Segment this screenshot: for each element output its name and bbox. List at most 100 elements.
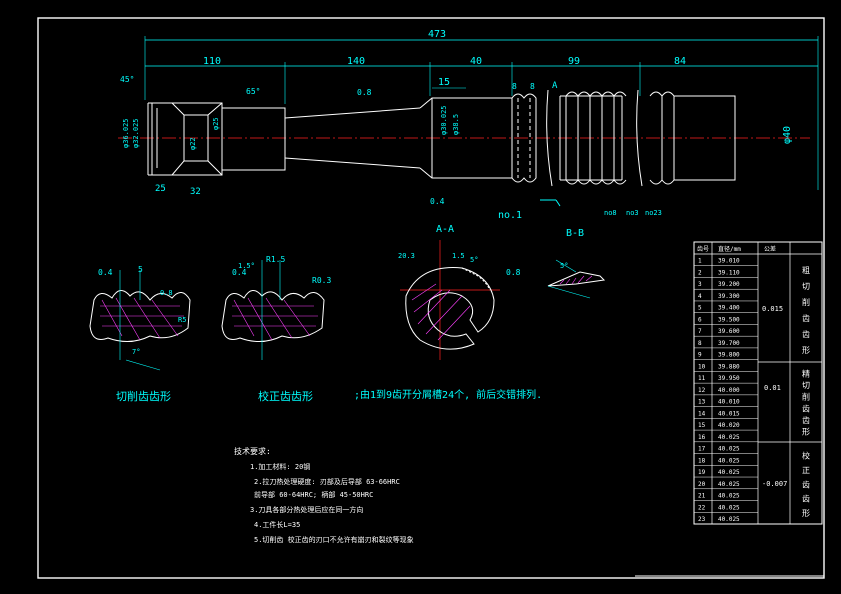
table-group-label-char: 形 — [802, 346, 810, 355]
dim-d25: 25 — [155, 184, 166, 194]
table-group-label-char: 正 — [802, 466, 810, 475]
table-group-label-char: 切 — [802, 381, 810, 390]
dim-left-dia3: φ22 — [189, 137, 197, 150]
table-group-label-char: 精 — [802, 368, 810, 378]
table-cell-diameter: 39.950 — [718, 375, 740, 382]
table-cell-diameter: 40.010 — [718, 399, 740, 406]
correct-tooth-caption: 校正齿齿形 — [258, 389, 313, 403]
dim-step15: 15 — [438, 77, 450, 88]
dim-angle: 45° — [120, 75, 134, 84]
dim-mid-dia1: φ30.025 — [440, 105, 448, 135]
cut-tooth-caption: 切削齿齿形 — [116, 389, 171, 403]
table-cell-no: 22 — [698, 504, 706, 511]
section-aa-marker: A — [552, 81, 558, 91]
table-cell-diameter: 40.025 — [718, 516, 740, 523]
table-cell-no: 20 — [698, 481, 706, 488]
tech-item-4: 3.刀具各部分热处理后应在同一方向 — [250, 505, 363, 514]
table-cell-no: 1 — [698, 258, 702, 265]
table-cell-no: 14 — [698, 410, 706, 417]
table-header-no: 齿号 — [697, 245, 709, 253]
table-cell-diameter: 39.200 — [718, 281, 740, 288]
correct-dim-4: R1.5 — [266, 255, 285, 264]
dim-angle2: 65° — [246, 87, 260, 96]
dim-seg3: 40 — [470, 56, 482, 67]
tol-fine: 0.01 — [764, 384, 781, 392]
table-header-dia: 直径/mm — [718, 245, 741, 253]
table-cell-no: 21 — [698, 493, 706, 500]
table-cell-no: 4 — [698, 293, 702, 300]
table-cell-diameter: 40.025 — [718, 446, 740, 453]
cut-dim-0: 0.4 — [98, 268, 113, 277]
table-group-label-char: 齿 — [802, 314, 810, 323]
section-bb-title: B-B — [566, 228, 584, 239]
tech-requirements: 技术要求: 1.加工材料: 20钢 2.拉刀热处理硬度: 刃部及后导部 63-6… — [234, 446, 414, 544]
section-bb-view: 0.8 5° — [506, 259, 606, 299]
grooves-note: ;由1到9齿开分屑槽24个, 前后交错排列. — [354, 388, 542, 401]
table-cell-diameter: 40.025 — [718, 504, 740, 511]
table-cell-no: 5 — [698, 305, 702, 312]
tol-rough: 0.015 — [762, 305, 783, 313]
table-cell-no: 10 — [698, 363, 706, 370]
table-cell-no: 23 — [698, 516, 706, 523]
table-group-label-char: 校 — [802, 451, 810, 461]
dim-overall: 473 — [428, 29, 446, 40]
table-group-label-char: 削 — [802, 297, 810, 307]
correct-dim-0: 0.4 — [232, 268, 247, 277]
table-cell-diameter: 40.025 — [718, 469, 740, 476]
table-group-label-char: 齿 — [802, 330, 810, 339]
table-cell-no: 13 — [698, 399, 706, 406]
tech-item-6: 5.切削齿 校正齿的刃口不允许有崩刃和裂纹等现象 — [254, 535, 414, 544]
bb-dim-13: 5° — [560, 262, 568, 270]
label-no3: no3 — [626, 209, 639, 217]
cut-tooth-detail: 0.4 5 0.8 R5 7° 切削齿齿形 — [89, 265, 191, 403]
table-cell-no: 12 — [698, 387, 706, 394]
cut-dim-3: R5 — [178, 316, 186, 324]
table-cell-diameter: 39.400 — [718, 305, 740, 312]
table-cell-diameter: 40.025 — [718, 481, 740, 488]
dim-seg2: 140 — [347, 56, 365, 67]
table-cell-no: 6 — [698, 316, 702, 323]
tech-item-2: 2.拉刀热处理硬度: 刃部及后导部 63-66HRC — [254, 477, 400, 486]
section-aa-title: A-A — [436, 224, 454, 235]
dim-ra: 0.8 — [357, 88, 372, 97]
table-group-label-char: 齿 — [802, 404, 810, 413]
cut-dim-10: 7° — [132, 348, 140, 356]
tech-item-3: 前导部 60-64HRC; 柄部 45-50HRC — [254, 490, 373, 499]
table-cell-no: 3 — [698, 281, 702, 288]
cut-dim-1: 5 — [138, 265, 143, 274]
section-aa-view: 20.3 1.5 5° — [398, 240, 500, 360]
dim-step8a: 8 — [512, 82, 517, 91]
tech-item-1: 1.加工材料: 20钢 — [250, 462, 310, 471]
dim-step8b: 8 — [530, 82, 535, 91]
table-cell-diameter: 39.010 — [718, 258, 740, 265]
table-header-tol: 公差 — [764, 245, 776, 253]
bb-dim-12: 0.8 — [506, 268, 521, 277]
dim-dia40: φ40 — [782, 126, 793, 144]
table-cell-diameter: 39.600 — [718, 328, 740, 335]
table-cell-diameter: 39.800 — [718, 352, 740, 359]
label-no8: no8 — [604, 209, 617, 217]
table-group-label-char: 形 — [802, 509, 810, 518]
table-cell-diameter: 40.015 — [718, 410, 740, 417]
tech-title: 技术要求: — [234, 446, 271, 456]
table-group-label-char: 粗 — [802, 265, 810, 275]
dimensions: 473 110 140 40 99 84 15 8 8 45° 65° 25 3… — [120, 29, 819, 221]
dim-seg1: 110 — [203, 56, 221, 67]
table-group-label-char: 形 — [802, 428, 810, 437]
dim-left-dia2: φ32.025 — [132, 118, 140, 148]
table-cell-no: 2 — [698, 269, 702, 276]
table-cell-diameter: 39.300 — [718, 293, 740, 300]
table-cell-diameter: 39.700 — [718, 340, 740, 347]
table-cell-no: 7 — [698, 328, 702, 335]
dim-d32: 32 — [190, 187, 201, 197]
cut-dim-2: 0.8 — [160, 289, 173, 297]
table-cell-diameter: 40.025 — [718, 457, 740, 464]
dim-left-dia4: φ25 — [212, 117, 220, 130]
correct-tooth-detail: 0.4 R1.5 R0.3 1.5° 校正齿齿形 — [221, 255, 331, 403]
correct-dim-6: R0.3 — [312, 276, 331, 285]
table-group-label-char: 削 — [802, 392, 810, 402]
table-cell-no: 16 — [698, 434, 706, 441]
tech-item-5: 4.工件长L=35 — [254, 520, 300, 529]
